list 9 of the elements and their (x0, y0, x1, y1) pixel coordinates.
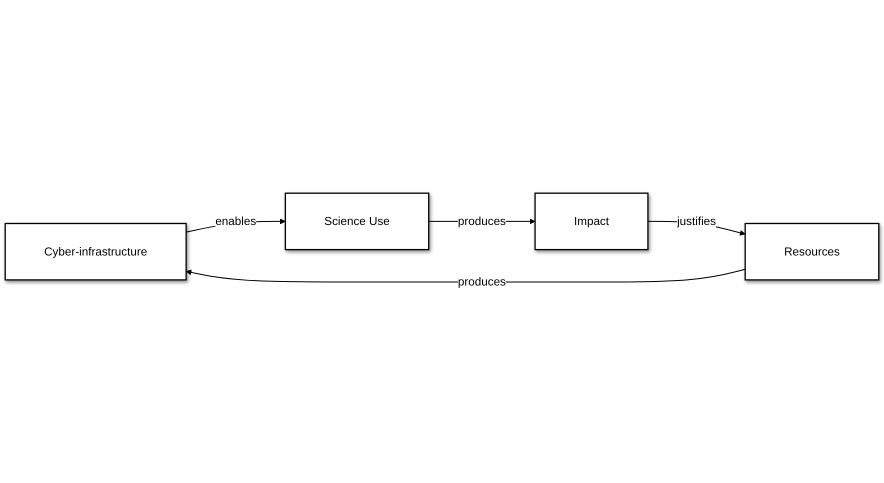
edge-label: produces (458, 274, 506, 288)
node-box: Resources (744, 222, 880, 280)
node-box: Impact (534, 192, 649, 250)
node-box: Science Use (284, 192, 430, 250)
edge-label: enables (215, 214, 256, 228)
arrow (186, 268, 746, 282)
node-box: Cyber-infrastructure (4, 222, 187, 280)
edge-label: produces (458, 214, 506, 228)
edge-label: justifies (677, 214, 716, 228)
